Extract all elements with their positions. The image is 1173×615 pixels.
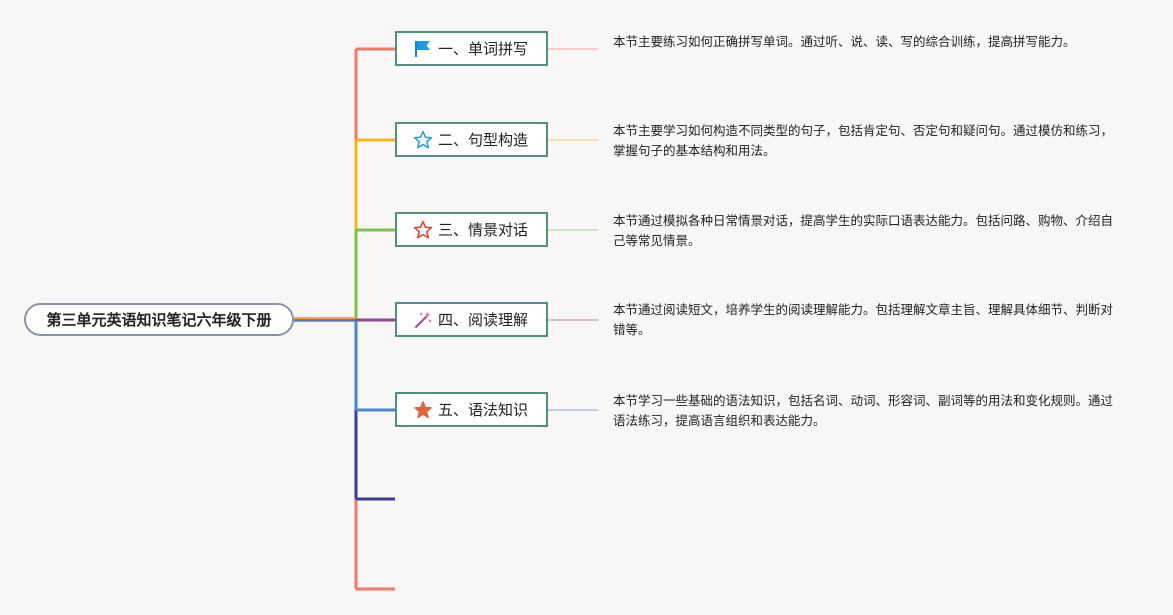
topic-label: 四、阅读理解 <box>438 311 529 329</box>
star-outline-icon <box>413 130 433 150</box>
topic-note: 本节通过模拟各种日常情景对话，提高学生的实际口语表达能力。包括问路、购物、介绍自… <box>613 213 1114 248</box>
topic-note: 本节通过阅读短文，培养学生的阅读理解能力。包括理解文章主旨、理解具体细节、判断对… <box>613 302 1114 337</box>
topic-label: 一、单词拼写 <box>438 40 529 58</box>
topic-note: 本节学习一些基础的语法知识，包括名词、动词、形容词、副词等的用法和变化规则。通过… <box>613 393 1114 428</box>
topic-grammar[interactable]: 五、语法知识 <box>395 392 548 427</box>
star-outline-icon <box>413 220 433 240</box>
star-filled-icon <box>413 400 433 420</box>
flag-icon <box>413 39 433 59</box>
central-topic[interactable]: 第三单元英语知识笔记六年级下册 <box>24 303 294 336</box>
topic-note: 本节主要练习如何正确拼写单词。通过听、说、读、写的综合训练，提高拼写能力。 <box>613 34 1076 49</box>
topic-label: 三、情景对话 <box>438 221 529 239</box>
topic-dialogue[interactable]: 三、情景对话 <box>395 212 548 247</box>
topic-spelling[interactable]: 一、单词拼写 <box>395 31 548 66</box>
topic-note: 本节主要学习如何构造不同类型的句子，包括肯定句、否定句和疑问句。通过模仿和练习，… <box>613 123 1114 158</box>
central-topic-label: 第三单元英语知识笔记六年级下册 <box>46 311 272 329</box>
topic-reading[interactable]: 四、阅读理解 <box>395 302 548 337</box>
topic-label: 五、语法知识 <box>438 401 529 419</box>
topic-label: 二、句型构造 <box>438 131 529 149</box>
topic-sentence-patterns[interactable]: 二、句型构造 <box>395 122 548 157</box>
magic-wand-icon <box>413 310 433 330</box>
